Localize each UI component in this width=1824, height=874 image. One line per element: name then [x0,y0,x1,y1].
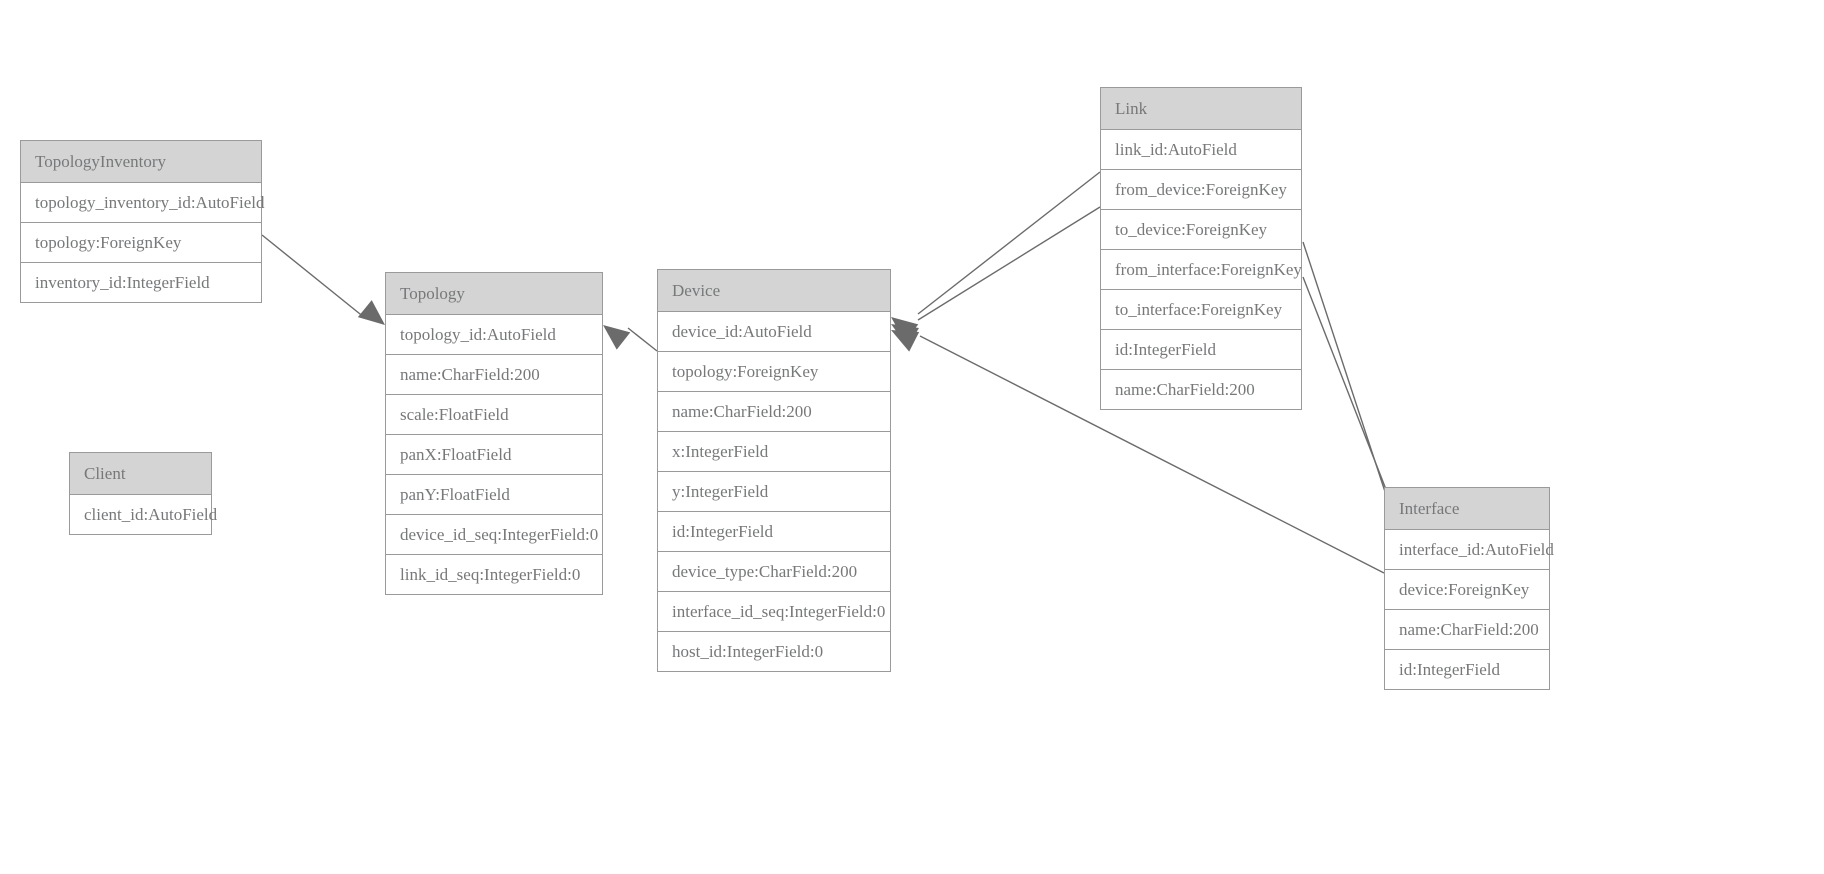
entity-field-row: id:IntegerField [1101,330,1301,370]
entity-field-row: panY:FloatField [386,475,602,515]
entity-title-device: Device [658,270,890,312]
entity-title-topology_inventory: TopologyInventory [21,141,261,183]
entity-field-row: link_id:AutoField [1101,130,1301,170]
entity-field-row: name:CharField:200 [1385,610,1549,650]
entity-title-client: Client [70,453,211,495]
relationship-rel-link-device-to [891,206,1101,347]
entity-field-row: x:IntegerField [658,432,890,472]
entity-field-row: from_device:ForeignKey [1101,170,1301,210]
relationship-line [1302,241,1393,514]
entity-field-row: topology:ForeignKey [21,223,261,263]
entity-field-row: device_id_seq:IntegerField:0 [386,515,602,555]
entity-field-row: to_device:ForeignKey [1101,210,1301,250]
entity-field-row: panX:FloatField [386,435,602,475]
entity-field-row: id:IntegerField [658,512,890,552]
relationship-line [917,206,1101,321]
relationship-line [261,234,366,319]
entity-field-row: name:CharField:200 [658,392,890,432]
entity-field-row: to_interface:ForeignKey [1101,290,1301,330]
entity-field-row: device:ForeignKey [1385,570,1549,610]
entity-field-row: interface_id:AutoField [1385,530,1554,570]
relationship-line [627,327,658,352]
entity-field-row: interface_id_seq:IntegerField:0 [658,592,890,632]
relationship-rel-link-device-from [891,171,1101,342]
entity-title-link: Link [1101,88,1301,130]
entity-field-row: y:IntegerField [658,472,890,512]
entity-field-row: topology:ForeignKey [658,352,890,392]
relationship-rel-topologyinventory-topology [261,234,385,325]
entity-field-row: name:CharField:200 [386,355,602,395]
entity-field-row: scale:FloatField [386,395,602,435]
entity-title-interface: Interface [1385,488,1549,530]
relationship-rel-device-topology [603,325,658,352]
entity-title-topology: Topology [386,273,602,315]
entity-field-row: topology_id:AutoField [386,315,602,355]
entity-field-row: topology_inventory_id:AutoField [21,183,265,223]
entity-field-row: host_id:IntegerField:0 [658,632,890,671]
entity-field-row: from_interface:ForeignKey [1101,250,1302,290]
entity-field-row: link_id_seq:IntegerField:0 [386,555,602,594]
entity-field-row: device_id:AutoField [658,312,890,352]
relationship-line [1302,276,1397,516]
entity-field-row: inventory_id:IntegerField [21,263,261,302]
entity-field-row: id:IntegerField [1385,650,1549,689]
entity-field-row: client_id:AutoField [70,495,217,534]
entity-field-row: name:CharField:200 [1101,370,1301,409]
entity-field-row: device_type:CharField:200 [658,552,890,592]
relationship-line [917,171,1101,315]
